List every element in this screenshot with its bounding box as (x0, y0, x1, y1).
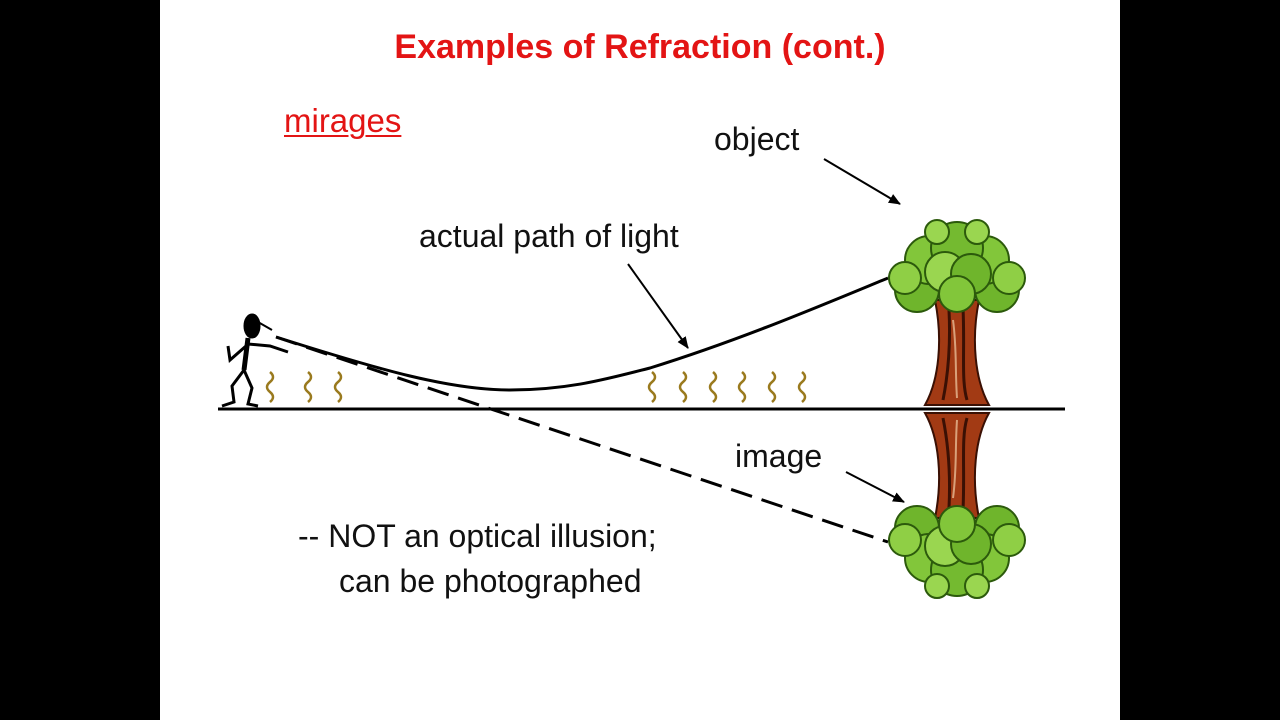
slide-title: Examples of Refraction (cont.) (394, 28, 886, 66)
object-label: object (714, 121, 800, 157)
observer-figure (221, 313, 289, 408)
light-path (275, 276, 889, 392)
path-arrow (627, 263, 689, 349)
tree-object (888, 219, 1026, 407)
light-path-label: actual path of light (419, 218, 679, 254)
note-line-2: can be photographed (339, 563, 642, 599)
image-label: image (735, 438, 823, 474)
note-line-1: -- NOT an optical illusion; (298, 518, 657, 554)
image-arrow (845, 471, 905, 503)
tree-image (888, 411, 1026, 599)
object-arrow (823, 158, 901, 205)
slide-subtitle: mirages (284, 102, 402, 139)
heat-waves (265, 371, 807, 403)
line-of-sight (275, 335, 889, 544)
mirage-diagram (218, 158, 1065, 599)
slide: Examples of Refraction (cont.) mirages (160, 0, 1120, 720)
